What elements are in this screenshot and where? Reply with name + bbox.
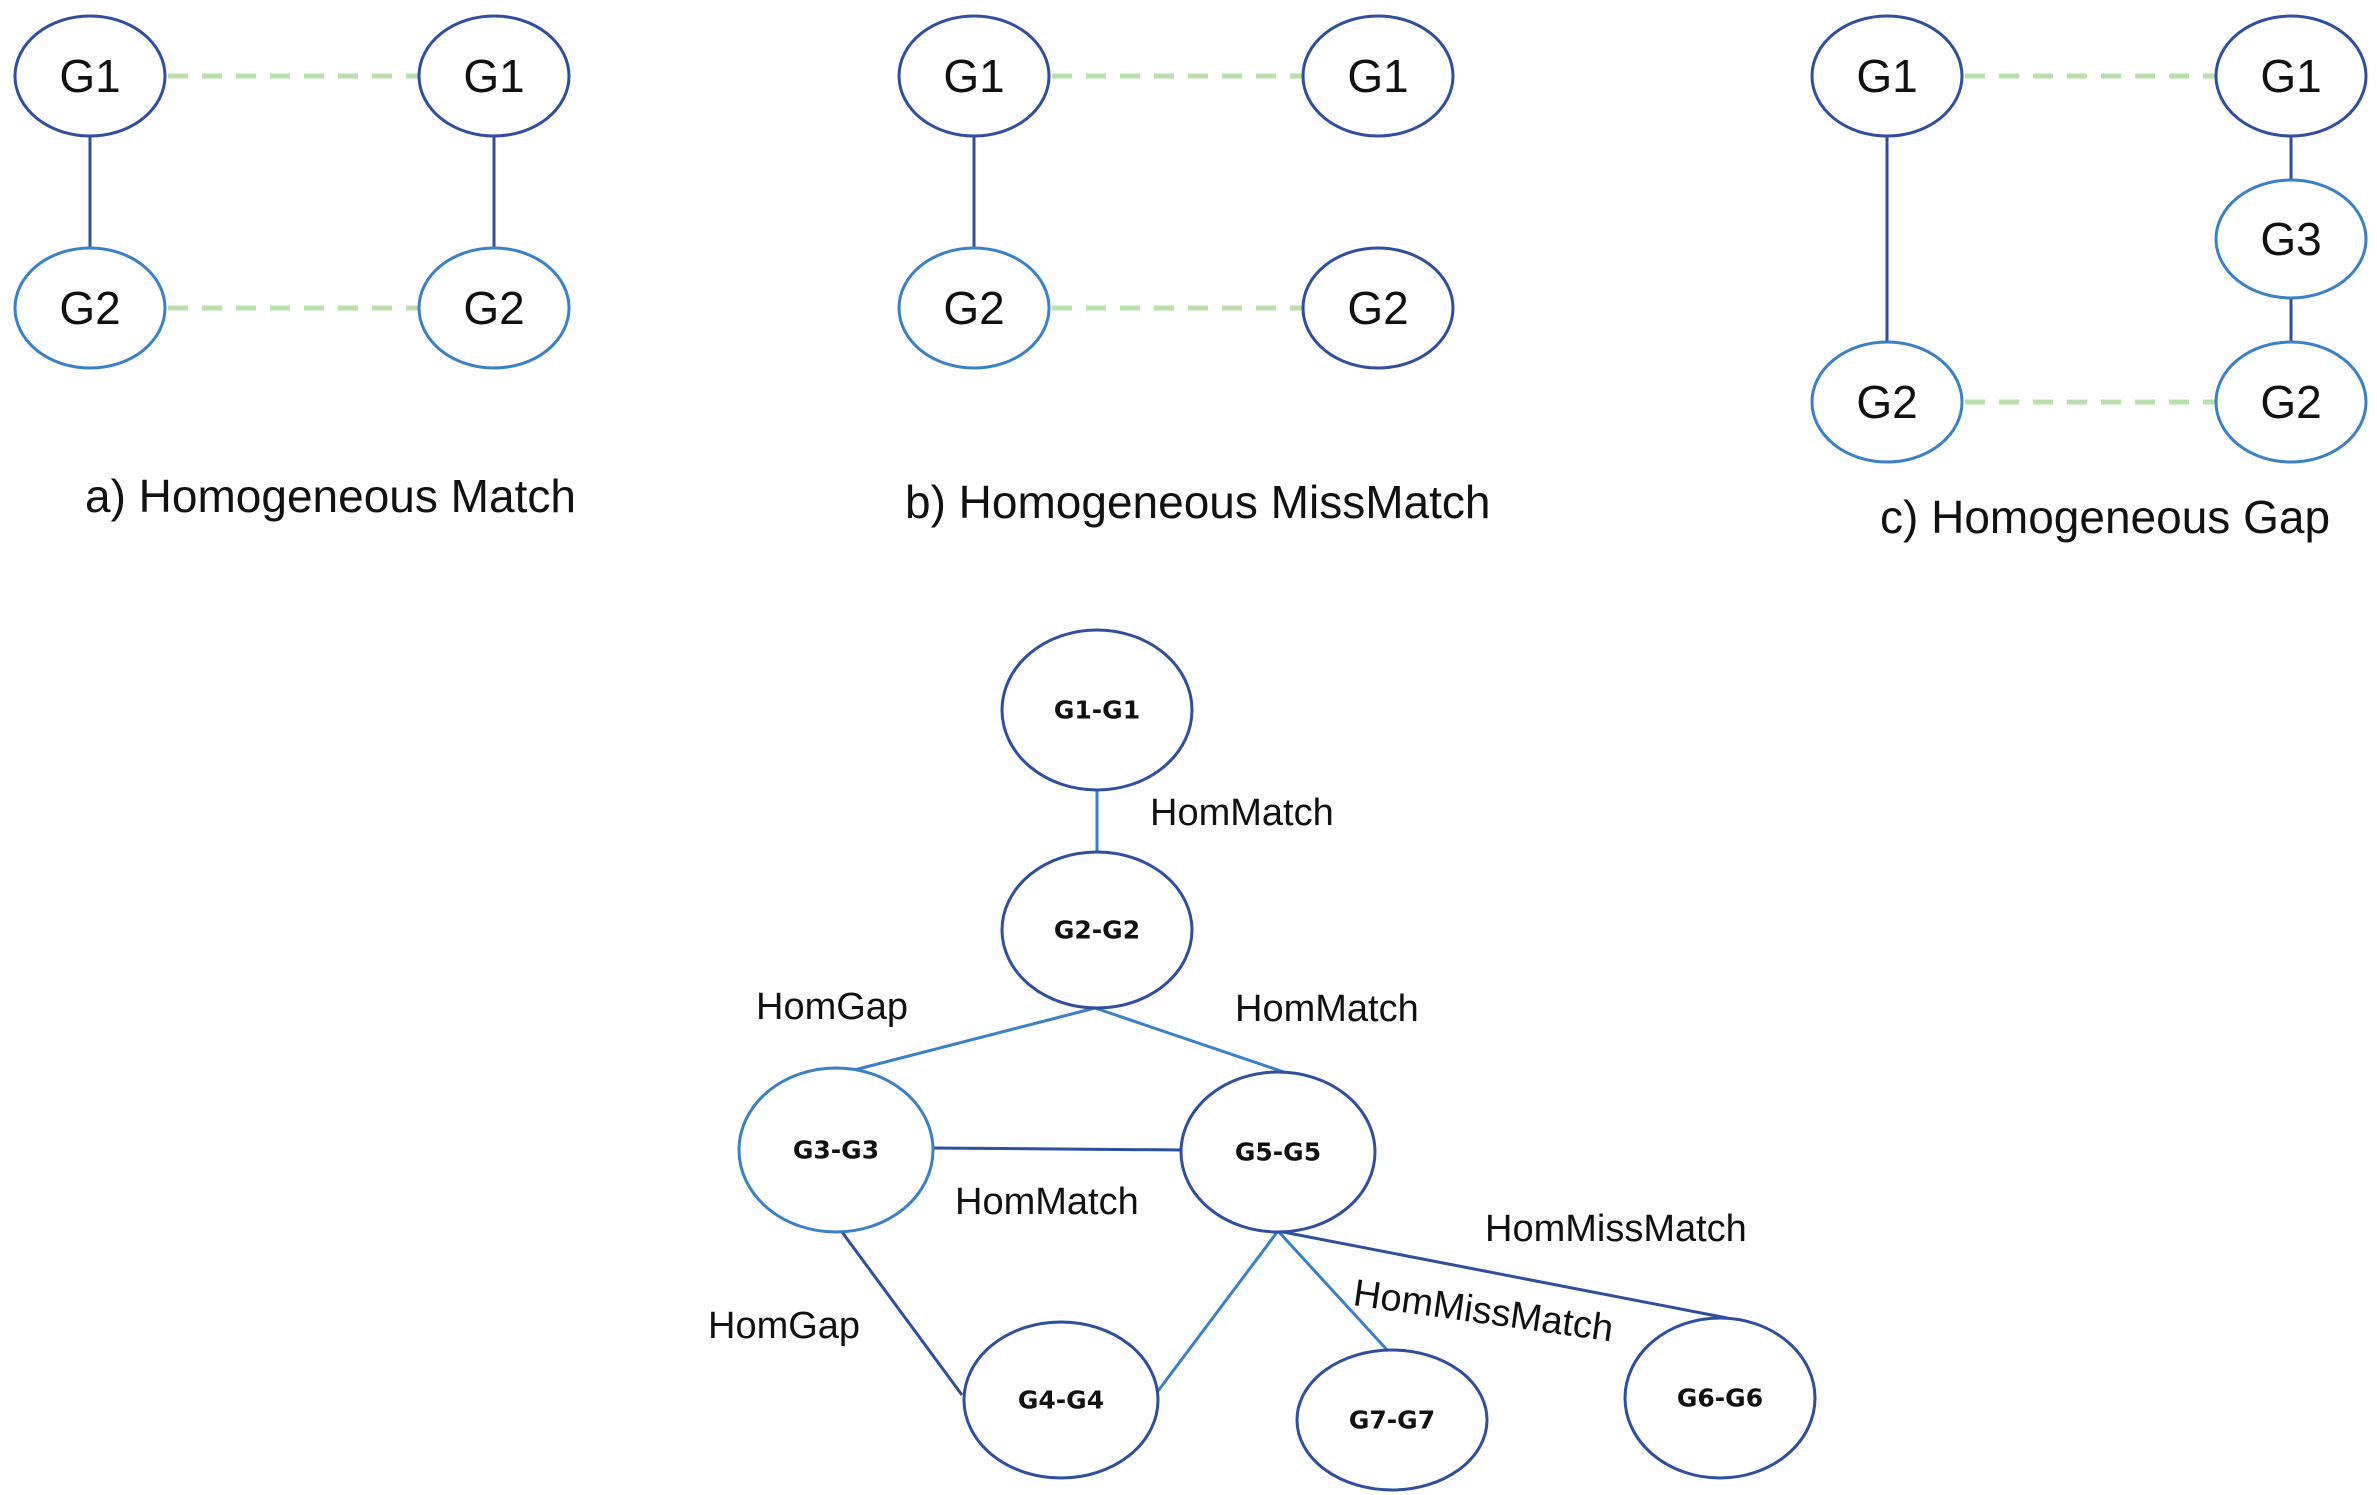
graph-node-g2-g2: G2-G2 xyxy=(1000,850,1194,1010)
graph-node-g7-g7: G7-G7 xyxy=(1295,1348,1489,1492)
node-label: G2 xyxy=(59,282,120,334)
node-label: G3 xyxy=(2260,213,2321,265)
panel-homogeneous-gap: G1 G2 G1 G3 G2 c) Homogeneous Gap xyxy=(1810,14,2368,543)
panel-caption: a) Homogeneous Match xyxy=(85,470,576,522)
graph-node-label: G5-G5 xyxy=(1235,1138,1321,1167)
graph-edge-g2-g3 xyxy=(826,1006,1096,1079)
panel-homogeneous-missmatch: G1 G2 G1 G2 b) Homogeneous MissMatch xyxy=(897,14,1490,528)
node-left-top: G1 xyxy=(1810,14,1964,138)
node-left-bottom: G2 xyxy=(13,246,167,370)
node-right-top: G1 xyxy=(417,14,571,138)
edge-label-g3-g5: HomMatch xyxy=(955,1181,1139,1223)
node-left-bottom: G2 xyxy=(897,246,1051,370)
graph-node-label: G2-G2 xyxy=(1054,916,1140,945)
graph-node-label: G7-G7 xyxy=(1349,1406,1435,1435)
edge-label-g3-g4: HomGap xyxy=(708,1305,860,1347)
edge-label-g5-g6: HomMissMatch xyxy=(1485,1208,1747,1250)
graph-edge-g4-g5 xyxy=(1153,1230,1280,1396)
node-left-bottom: G2 xyxy=(1810,340,1964,464)
graph-node-g4-g4: G4-G4 xyxy=(962,1320,1160,1480)
graph-edge-g5-g6 xyxy=(1277,1229,1728,1320)
node-right-top: G1 xyxy=(1301,14,1455,138)
node-label: G1 xyxy=(1347,50,1408,102)
node-label: G1 xyxy=(943,50,1004,102)
edge-label-g2-g5: HomMatch xyxy=(1235,988,1419,1030)
node-label: G2 xyxy=(1856,376,1917,428)
node-label: G1 xyxy=(59,50,120,102)
node-label: G1 xyxy=(463,50,524,102)
node-label: G2 xyxy=(2260,376,2321,428)
panel-caption: b) Homogeneous MissMatch xyxy=(905,476,1490,528)
edge-label-g2-g3: HomGap xyxy=(756,986,908,1028)
node-right-bottom: G2 xyxy=(2214,340,2368,464)
alignment-graph: G1-G1 G2-G2 G3-G3 G5-G5 G4-G4 G7-G7 G6-G… xyxy=(708,628,1817,1492)
panel-homogeneous-match: G1 G2 G1 G2 a) Homogeneous Match xyxy=(13,14,576,522)
graph-edge-g5-g7 xyxy=(1276,1229,1391,1354)
node-right-bottom: G2 xyxy=(417,246,571,370)
node-label: G1 xyxy=(2260,50,2321,102)
node-left-top: G1 xyxy=(13,14,167,138)
graph-node-g1-g1: G1-G1 xyxy=(1000,628,1194,792)
node-right-top: G1 xyxy=(2214,14,2368,138)
panel-caption: c) Homogeneous Gap xyxy=(1880,491,2330,543)
graph-node-label: G1-G1 xyxy=(1054,696,1140,725)
graph-node-g5-g5: G5-G5 xyxy=(1179,1070,1377,1234)
node-left-top: G1 xyxy=(897,14,1051,138)
edge-label-g1-g2: HomMatch xyxy=(1150,792,1334,834)
graph-node-label: G6-G6 xyxy=(1677,1384,1763,1413)
edge-label-g5-g7: HomMissMatch xyxy=(1351,1272,1616,1350)
node-label: G2 xyxy=(943,282,1004,334)
node-label: G1 xyxy=(1856,50,1917,102)
node-right-bottom: G2 xyxy=(1301,246,1455,370)
node-label: G2 xyxy=(463,282,524,334)
graph-node-g6-g6: G6-G6 xyxy=(1623,1316,1817,1480)
node-right-middle: G3 xyxy=(2214,178,2368,300)
graph-edge-g3-g5 xyxy=(931,1146,1184,1152)
graph-edge-g3-g4 xyxy=(840,1231,964,1396)
graph-node-label: G4-G4 xyxy=(1018,1386,1104,1415)
node-label: G2 xyxy=(1347,282,1408,334)
graph-node-label: G3-G3 xyxy=(793,1136,879,1165)
graph-node-g3-g3: G3-G3 xyxy=(737,1066,935,1234)
